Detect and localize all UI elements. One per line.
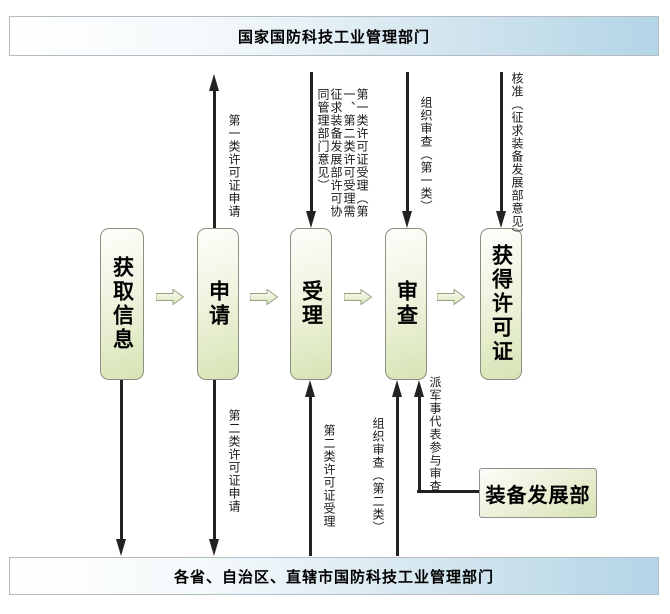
down-arrow-icon [209, 380, 220, 556]
up-arrow-icon [392, 380, 403, 556]
elbow-arrow-line [417, 490, 479, 493]
down-arrow-icon [496, 72, 507, 228]
down-arrow-icon [116, 380, 127, 556]
annotation-military-rep: 派军事代表参与审查 [428, 376, 442, 493]
top-banner-label: 国家国防科技工业管理部门 [237, 28, 430, 46]
annotation-type1-apply: 第一类许可证申请 [227, 114, 241, 218]
flow-arrow-icon [344, 289, 372, 305]
elbow-arrow-icon [414, 380, 425, 493]
top-banner: 国家国防科技工业管理部门 [9, 16, 659, 56]
step-box-obtain-info: 获取信息 [100, 228, 144, 380]
step-box-obtain-license: 获得许可证 [480, 228, 522, 380]
dept-box-equipment-development: 装备发展部 [479, 468, 597, 518]
step-label: 受理 [299, 280, 323, 328]
step-box-apply: 申请 [197, 228, 239, 380]
step-box-review: 审查 [385, 228, 427, 380]
down-arrow-icon [306, 72, 317, 228]
up-arrow-icon [209, 74, 220, 228]
step-label: 获得许可证 [489, 244, 513, 364]
step-label: 审查 [394, 280, 418, 328]
annotation-type1-accept: 第一类许可证受理（第一、第二类许可受理需征求装备发展部许可协同管理部门意见） [316, 88, 369, 218]
bottom-banner-label: 各省、自治区、直辖市国防科技工业管理部门 [173, 568, 494, 586]
flow-arrow-icon [250, 289, 278, 305]
step-box-accept: 受理 [290, 228, 332, 380]
bottom-banner: 各省、自治区、直辖市国防科技工业管理部门 [9, 557, 659, 595]
annotation-type2-accept: 第二类许可证受理 [322, 424, 336, 528]
down-arrow-icon [402, 72, 413, 228]
flow-arrow-icon [156, 289, 184, 305]
dept-box-label: 装备发展部 [485, 484, 591, 507]
annotation-type2-apply: 第二类许可证申请 [227, 409, 241, 513]
step-label: 申请 [206, 280, 230, 328]
flow-arrow-icon [437, 289, 465, 305]
annotation-review-type1: 组织审查（第一类） [419, 96, 433, 213]
step-label: 获取信息 [110, 256, 134, 352]
annotation-approval: 核准（征求装备发展部意见） [510, 72, 524, 241]
up-arrow-icon [305, 380, 316, 556]
annotation-review-type2: 组织审查（第二类） [371, 417, 385, 534]
